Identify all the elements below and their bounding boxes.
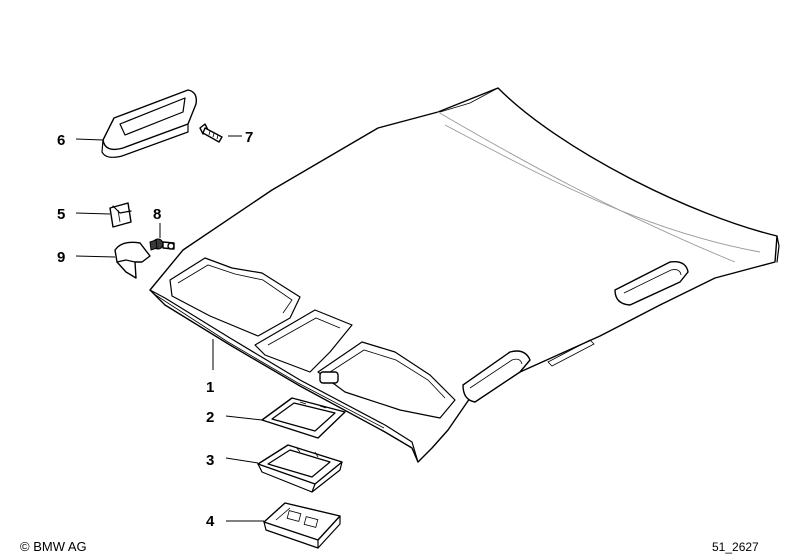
callout-5: 5 [57, 206, 65, 223]
diagram-code: 51_2627 [712, 540, 759, 554]
cover-part-4[interactable] [263, 502, 341, 549]
callout-8: 8 [153, 206, 161, 223]
callout-9: 9 [57, 249, 65, 266]
callout-2: 2 [206, 409, 214, 426]
headliner-part-1[interactable] [149, 87, 780, 463]
callout-4: 4 [206, 513, 215, 530]
callout-3: 3 [206, 452, 214, 469]
housing-part-3[interactable] [257, 444, 343, 493]
callout-6: 6 [57, 132, 65, 149]
screw-part-7[interactable] [199, 123, 223, 143]
callout-labels: 1 2 3 4 5 6 7 8 9 [57, 129, 253, 530]
callout-1: 1 [206, 379, 214, 396]
frame-part-2[interactable] [261, 397, 346, 439]
leader-lines [75, 135, 264, 522]
grab-handle-part-6[interactable] [101, 89, 198, 158]
clip-part-8[interactable] [149, 238, 175, 251]
clip-part-5[interactable] [109, 202, 132, 228]
callout-7: 7 [245, 129, 253, 146]
copyright-text: © BMW AG [20, 539, 87, 554]
bracket-part-9[interactable] [114, 241, 151, 279]
